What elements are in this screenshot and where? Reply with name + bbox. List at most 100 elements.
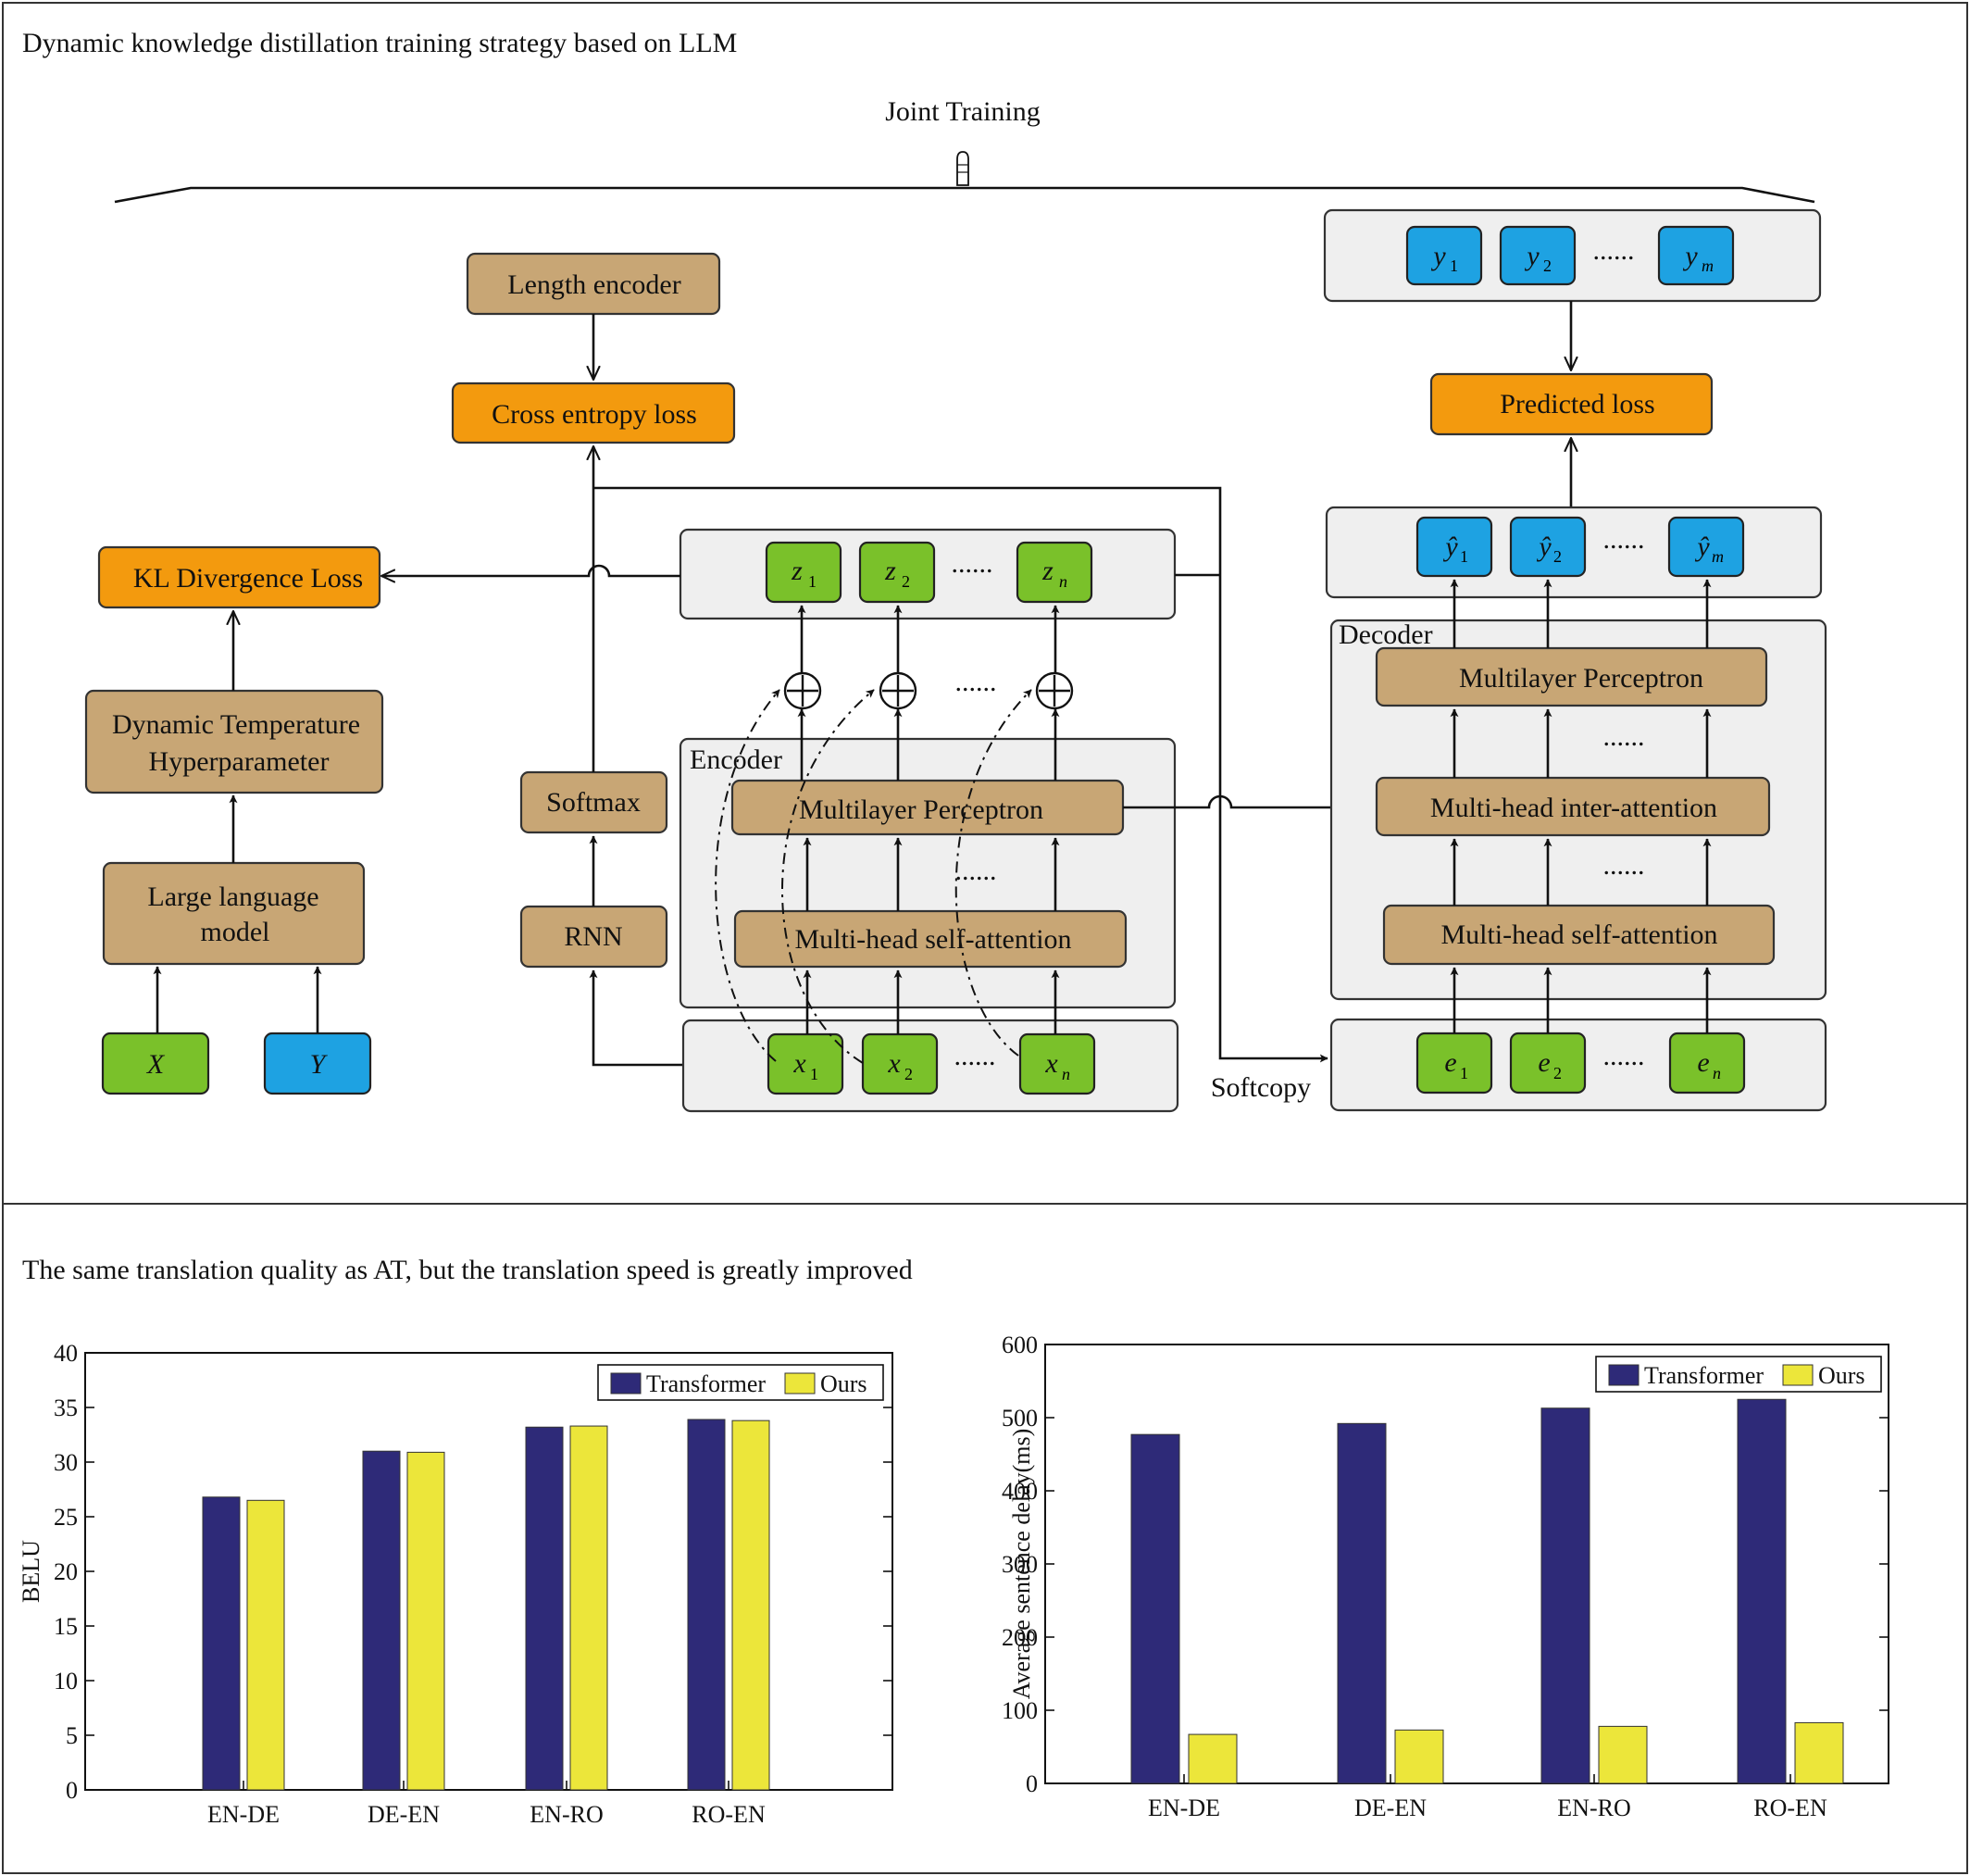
decoder-self-attention-label: Multi-head self-attention — [1440, 919, 1717, 950]
dynamic-temperature-line2: Hyperparameter — [149, 746, 330, 777]
legend-label-transformer: Transformer — [1644, 1362, 1764, 1389]
y-token-2-sub: 2 — [1543, 256, 1552, 275]
e-token-2-label: e — [1538, 1047, 1550, 1078]
decoder-ellipsis-upper: ...... — [1603, 721, 1645, 752]
y-tick-label: 200 — [1002, 1624, 1038, 1651]
dynamic-temperature-line1: Dynamic Temperature — [112, 709, 360, 740]
bar-ours-en-ro — [1598, 1725, 1648, 1784]
softmax-box: Softmax — [519, 770, 668, 834]
x-tick-label: DE-EN — [368, 1801, 440, 1828]
rnn-label: RNN — [564, 921, 622, 952]
y-tick-label: 100 — [1002, 1697, 1038, 1724]
llm-line2: model — [201, 917, 270, 947]
y-token-2: y 2 — [1499, 225, 1577, 286]
z-token-1: z 1 — [765, 541, 842, 604]
input-y-label: Y — [310, 1049, 329, 1080]
bar-ours-en-de — [1188, 1733, 1238, 1784]
y-token-m-sub: m — [1702, 256, 1714, 275]
yhat-token-m-label: ŷ — [1694, 532, 1710, 562]
y-tick-label: 30 — [54, 1449, 78, 1476]
rnn-box: RNN — [519, 905, 668, 969]
softcopy-connector — [593, 486, 1328, 1063]
decoder-mlp-box: Multilayer Perceptron — [1375, 646, 1768, 707]
y-token-1-sub: 1 — [1450, 256, 1458, 275]
bar-transformer-en-de — [202, 1496, 241, 1791]
pointer-hand-icon — [956, 151, 969, 186]
bar-transformer-de-en — [1337, 1422, 1387, 1784]
y-tick-label: 300 — [1002, 1551, 1038, 1578]
bar-transformer-ro-en — [687, 1419, 726, 1791]
joint-training-bracket — [114, 186, 1815, 204]
x-tick-label: RO-EN — [692, 1801, 766, 1828]
y-axis-label: BELU — [18, 1540, 44, 1603]
arrow-encoder-to-inter-attention — [1123, 794, 1378, 812]
y-token-1: y 1 — [1405, 225, 1483, 286]
yhat-token-2-sub: 2 — [1553, 547, 1562, 566]
z-token-2-label: z — [884, 556, 896, 586]
bar-transformer-de-en — [362, 1450, 401, 1791]
z-token-2-sub: 2 — [902, 572, 910, 591]
x-token-n-label: x — [1044, 1048, 1058, 1079]
large-language-model-box: Large language model — [102, 861, 366, 966]
encoder-arrows — [797, 605, 1060, 1034]
encoder-label: Encoder — [690, 744, 782, 775]
z-token-n-sub: n — [1059, 572, 1067, 591]
x-token-2-label: x — [887, 1048, 901, 1079]
encoder-mlp-box: Multilayer Perceptron — [730, 779, 1125, 836]
bar-ours-ro-en — [731, 1420, 770, 1791]
legend — [597, 1364, 884, 1401]
length-encoder-box: Length encoder — [466, 252, 721, 316]
y-tick-label: 35 — [54, 1394, 78, 1421]
y-token-1-label: y — [1430, 241, 1446, 271]
yhat-token-m-sub: m — [1712, 547, 1724, 566]
y-token-m-label: y — [1682, 241, 1698, 271]
yhat-token-2-label: ŷ — [1536, 532, 1552, 562]
legend-swatch-transformer — [1608, 1364, 1640, 1386]
llm-line1: Large language — [147, 882, 318, 912]
yhat-token-1-label: ŷ — [1442, 532, 1458, 562]
e-token-1-sub: 1 — [1460, 1064, 1468, 1082]
y-tick-label: 5 — [66, 1722, 78, 1749]
length-encoder-label: Length encoder — [507, 269, 680, 300]
y-tick-label: 40 — [54, 1340, 78, 1367]
yhat-token-m: ŷ m — [1667, 516, 1745, 578]
arrow-x-to-rnn — [589, 969, 683, 1067]
decoder-label: Decoder — [1339, 619, 1433, 650]
encoder-ellipsis: ...... — [955, 856, 997, 886]
x-token-n-sub: n — [1062, 1065, 1070, 1083]
x-tick-label: EN-RO — [1557, 1795, 1630, 1821]
legend-swatch-ours — [1782, 1364, 1814, 1386]
encoder-self-attention-label: Multi-head self-attention — [794, 924, 1071, 955]
residual-dashed-1 — [715, 689, 780, 1062]
e-token-1: e 1 — [1415, 1032, 1493, 1094]
y-tick-label: 20 — [54, 1558, 78, 1585]
y-tick-label: 10 — [54, 1668, 78, 1695]
bar-ours-de-en — [406, 1451, 445, 1791]
y-tick-label: 400 — [1002, 1478, 1038, 1505]
e-token-1-label: e — [1444, 1047, 1456, 1078]
e-token-n: e n — [1668, 1032, 1746, 1094]
cross-entropy-loss-box: Cross entropy loss — [451, 381, 736, 444]
arrow-z-to-kl — [381, 564, 680, 576]
bar-ours-ro-en — [1794, 1721, 1844, 1784]
x-token-1-label: x — [792, 1048, 806, 1079]
decoder-inter-attention-box: Multi-head inter-attention — [1375, 776, 1771, 837]
x-token-2-sub: 2 — [904, 1065, 913, 1083]
bar-transformer-en-ro — [525, 1426, 564, 1791]
y-token-2-label: y — [1524, 241, 1540, 271]
x-tick-label: RO-EN — [1753, 1795, 1827, 1821]
bar-transformer-ro-en — [1737, 1398, 1787, 1784]
dynamic-temperature-box: Dynamic Temperature Hyperparameter — [84, 689, 384, 794]
encoder-mlp-label: Multilayer Perceptron — [799, 794, 1043, 825]
legend — [1595, 1356, 1882, 1393]
y-ellipsis: ...... — [1593, 235, 1635, 266]
input-x-label: X — [146, 1049, 166, 1080]
softmax-label: Softmax — [546, 787, 641, 818]
encoder-self-attention-box: Multi-head self-attention — [733, 909, 1128, 969]
e-token-n-sub: n — [1713, 1064, 1721, 1082]
sum-circle-n-icon — [1035, 671, 1074, 710]
